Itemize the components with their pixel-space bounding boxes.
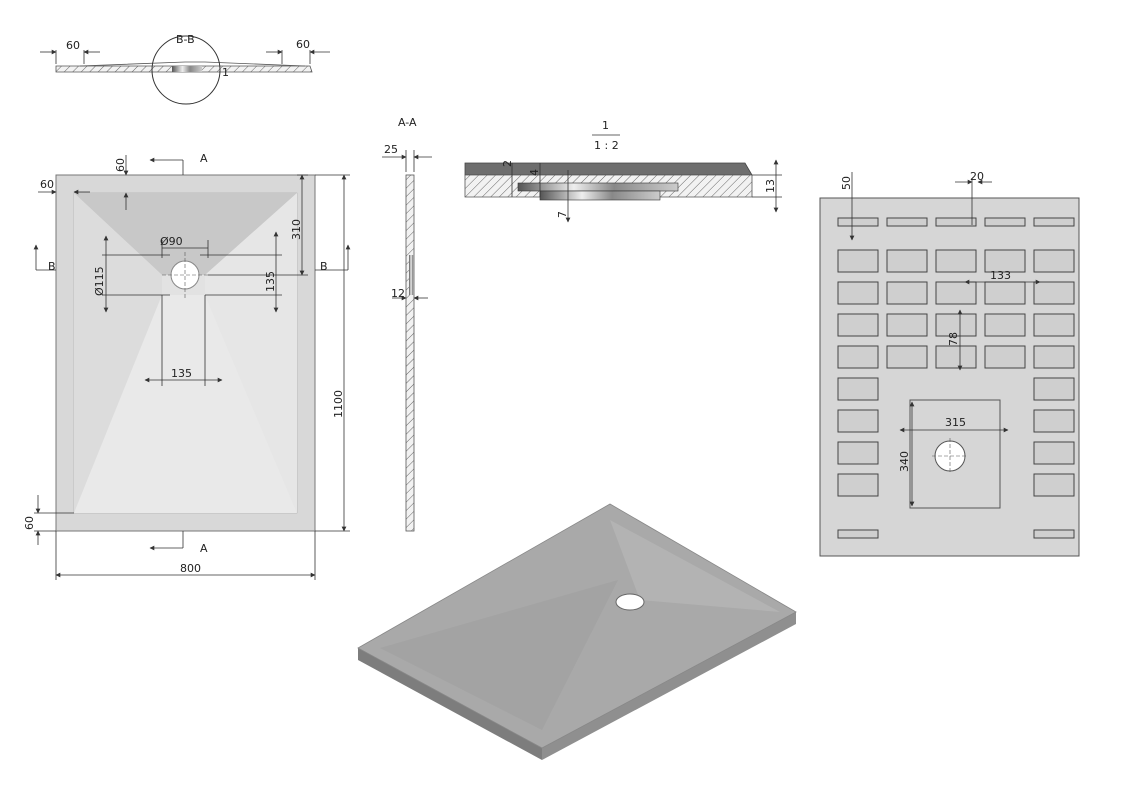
rib-cell (837, 249, 879, 273)
dim-left-margin: 60 (40, 178, 54, 191)
tray-facet-top (74, 193, 297, 275)
rib-cell (837, 217, 879, 227)
section-bb-callout: 1 (222, 66, 229, 79)
rib-cell (886, 345, 928, 369)
bottom-dim-cell-w: 133 (990, 269, 1011, 282)
detail-scale: 1 : 2 (594, 139, 619, 152)
bottom-dim-cell-h: 78 (947, 332, 960, 346)
rib-grid (837, 217, 1075, 539)
rib-cell (837, 345, 879, 369)
rib-cell (984, 281, 1026, 305)
iso-facet-left (380, 580, 618, 730)
rib-cell (935, 217, 977, 227)
iso-side-front (358, 648, 542, 760)
rib-cell (935, 249, 977, 273)
section-a-marker-top: A (200, 152, 208, 165)
section-bb-view: B-B 1 60 60 (40, 33, 330, 105)
tray-facet-left (74, 193, 162, 513)
rib-cell (1033, 473, 1075, 497)
rib-cell (1033, 377, 1075, 401)
rib-cell (837, 529, 879, 539)
detail-dim-7: 7 (556, 211, 569, 218)
dim-drain-outer: Ø115 (93, 266, 106, 296)
section-b-marker-right: B (320, 260, 328, 273)
rib-cell (984, 345, 1026, 369)
bottom-dim-edge: 50 (840, 176, 853, 190)
iso-side-right (542, 612, 796, 760)
dim-drain-offset-horizontal: 135 (171, 367, 192, 380)
rib-cell (886, 217, 928, 227)
dim-drain-offset-vertical: 135 (264, 271, 277, 292)
tray-facet-bottom (74, 295, 297, 513)
dim-length: 1100 (332, 390, 345, 418)
rib-cell (1033, 281, 1075, 305)
rib-cell (1033, 529, 1075, 539)
rib-cell (837, 313, 879, 337)
section-a-marker-bottom: A (200, 542, 208, 555)
rib-cell (837, 377, 879, 401)
section-bb-slope (79, 61, 306, 67)
section-bb-detail-circle (151, 35, 221, 105)
section-aa-profile (405, 174, 415, 532)
section-aa-thickness: 25 (384, 143, 398, 156)
section-b-marker-left: B (48, 260, 56, 273)
section-bb-drain (172, 66, 202, 72)
dim-top-margin: 60 (114, 158, 127, 172)
section-aa-drain (409, 255, 415, 295)
rib-cell (1033, 345, 1075, 369)
bottom-dim-rib: 20 (970, 170, 984, 183)
bottom-dim-pad-h: 340 (898, 451, 911, 472)
section-aa-label: A-A (398, 116, 417, 129)
rib-cell (837, 441, 879, 465)
dim-drain-diameter: Ø90 (160, 235, 183, 248)
rib-cell (984, 217, 1026, 227)
detail-dim-4: 4 (528, 169, 541, 176)
detail-drain-flange (517, 182, 679, 192)
bottom-dim-pad-w: 315 (945, 416, 966, 429)
rib-cell (886, 313, 928, 337)
iso-facet-right (610, 520, 780, 612)
dim-bottom-margin: 60 (23, 516, 36, 530)
rib-cell (1033, 217, 1075, 227)
rib-cell (935, 281, 977, 305)
dim-width: 800 (180, 562, 201, 575)
section-bb-label: B-B (176, 33, 195, 46)
rib-cell (837, 281, 879, 305)
section-bb-right-dim: 60 (296, 38, 310, 51)
rib-cell (1033, 409, 1075, 433)
iso-drain-hole (615, 593, 645, 611)
dim-drain-to-top: 310 (290, 219, 303, 240)
rib-cell (886, 281, 928, 305)
rib-cell (935, 345, 977, 369)
rib-cell (886, 249, 928, 273)
detail-1-view: 1 1 : 2 2 4 7 13 (464, 119, 782, 223)
rib-cell (984, 249, 1026, 273)
rib-cell (1033, 313, 1075, 337)
bottom-view: 50 20 133 78 315 340 (819, 170, 1080, 557)
isometric-view (357, 503, 797, 760)
rib-cell (837, 409, 879, 433)
detail-drain-body (539, 190, 661, 201)
rib-cell (1033, 249, 1075, 273)
section-aa-view: A-A 25 12 (382, 116, 432, 532)
detail-dim-2: 2 (501, 160, 514, 167)
detail-label: 1 (602, 119, 609, 132)
section-aa-lip: 12 (391, 287, 405, 300)
rib-cell (837, 473, 879, 497)
rib-cell (1033, 441, 1075, 465)
top-view: A A B B 60 60 60 310 Ø90 (23, 152, 351, 580)
section-bb-left-dim: 60 (66, 39, 80, 52)
rib-cell (984, 313, 1026, 337)
rib-cell (935, 313, 977, 337)
detail-dim-13: 13 (764, 179, 777, 193)
